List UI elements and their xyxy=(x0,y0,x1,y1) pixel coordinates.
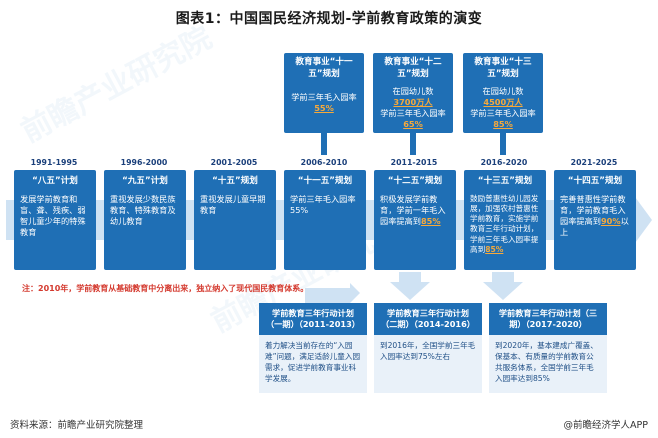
top-box-line: 3700万人 xyxy=(393,97,433,108)
plan-body: 发展学前教育和盲、聋、残疾、弱智儿童少年的特殊教育 xyxy=(20,193,86,237)
action-head: 学前教育三年行动计划（一期）（2011-2013） xyxy=(259,303,367,336)
top-box-line: 在园幼儿数 xyxy=(392,86,434,97)
top-box-line: 学前三年毛入园率 xyxy=(380,108,446,119)
plan-head: “十五”规划 xyxy=(212,176,258,186)
top-box-head: 教育事业“十一五”规划 xyxy=(295,57,353,79)
timeline-label: 2021-2025 xyxy=(570,158,618,167)
note-arrow xyxy=(305,283,360,303)
down-arrow xyxy=(390,272,430,300)
timeline-label: 2011-2015 xyxy=(390,158,438,167)
action-body: 到2016年，全国学前三年毛入园率达到75%左右 xyxy=(374,335,482,394)
connector-line xyxy=(321,133,327,155)
plan-head: “八五”计划 xyxy=(32,176,78,186)
connector-line xyxy=(410,133,416,155)
plan-body: 鼓励普惠性幼儿园发展，加强农村普惠性学前教育，实施学前教育三年行动计划，学前三年… xyxy=(470,193,539,254)
plan-body: 积极发展学前教育，学前一年毛入园率提高到85% xyxy=(380,193,446,226)
top-box-line: 在园幼儿数 xyxy=(482,86,524,97)
plan-box-8th: “八五”计划 发展学前教育和盲、聋、残疾、弱智儿童少年的特殊教育 xyxy=(14,170,96,270)
plan-head: “十三五”规划 xyxy=(477,176,533,186)
top-box-line: 85% xyxy=(493,119,513,130)
top-box-line: 55% xyxy=(314,103,334,114)
plan-body: 重视发展儿童早期教育 xyxy=(200,193,266,215)
action-plan-phase2: 学前教育三年行动计划（二期）（2014-2016） 到2016年，全国学前三年毛… xyxy=(374,303,482,394)
note-text: 注：2010年，学前教育从基础教育中分离出来，独立纳入了现代国民教育体系。 xyxy=(22,284,309,293)
action-plan-phase3: 学前教育三年行动计划（三期）（2017-2020） 到2020年，基本建成广覆盖… xyxy=(489,303,607,394)
plan-body: 重视发展少数民族教育、特殊教育及幼儿教育 xyxy=(110,193,176,226)
plan-box-11th: “十一五”规划 学前三年毛入园率55% xyxy=(284,170,366,270)
action-head: 学前教育三年行动计划（二期）（2014-2016） xyxy=(374,303,482,336)
down-arrow xyxy=(483,272,523,300)
top-box-head: 教育事业“十二五”规划 xyxy=(384,57,442,79)
top-box-line: 4500万人 xyxy=(483,97,523,108)
timeline-label: 2016-2020 xyxy=(480,158,528,167)
timeline-label: 2006-2010 xyxy=(300,158,348,167)
plan-box-14th: “十四五”规划 完善普惠性学前教育，学前教育毛入园率提高到90%以上 xyxy=(554,170,636,270)
top-box-line: 学前三年毛入园率 xyxy=(291,92,357,103)
timeline-label: 2001-2005 xyxy=(210,158,258,167)
plan-box-13th: “十三五”规划 鼓励普惠性幼儿园发展，加强农村普惠性学前教育，实施学前教育三年行… xyxy=(464,170,546,270)
action-plan-phase1: 学前教育三年行动计划（一期）（2011-2013） 着力解决当前存在的“入园难”… xyxy=(259,303,367,394)
top-box-13th: 教育事业“十三五”规划 在园幼儿数 4500万人 学前三年毛入园率 85% xyxy=(463,53,543,133)
plan-head: “十四五”规划 xyxy=(567,176,623,186)
plan-box-10th: “十五”规划 重视发展儿童早期教育 xyxy=(194,170,276,270)
timeline-label: 1991-1995 xyxy=(30,158,78,167)
plan-head: “九五”计划 xyxy=(122,176,168,186)
top-box-11th: 教育事业“十一五”规划 学前三年毛入园率 55% xyxy=(284,53,364,133)
source-text: 资料来源：前瞻产业研究院整理 xyxy=(10,420,144,431)
plan-head: “十一五”规划 xyxy=(297,176,353,186)
action-body: 到2020年，基本建成广覆盖、保基本、有质量的学前教育公共服务体系，全国学前三年… xyxy=(489,335,607,394)
plan-body: 学前三年毛入园率55% xyxy=(290,193,356,215)
connector-line xyxy=(500,133,506,155)
brand-text: @前瞻经济学人APP xyxy=(563,420,648,431)
timeline-label: 1996-2000 xyxy=(120,158,168,167)
top-box-head: 教育事业“十三五”规划 xyxy=(474,57,532,79)
plan-box-9th: “九五”计划 重视发展少数民族教育、特殊教育及幼儿教育 xyxy=(104,170,186,270)
action-body: 着力解决当前存在的“入园难”问题，满足适龄儿童入园需求，促进学前教育事业科学发展… xyxy=(259,335,367,394)
top-box-12th: 教育事业“十二五”规划 在园幼儿数 3700万人 学前三年毛入园率 65% xyxy=(373,53,453,133)
action-head: 学前教育三年行动计划（三期）（2017-2020） xyxy=(489,303,607,336)
plan-head: “十二五”规划 xyxy=(387,176,443,186)
top-box-line: 学前三年毛入园率 xyxy=(470,108,536,119)
top-box-line: 65% xyxy=(403,119,423,130)
plan-body: 完善普惠性学前教育，学前教育毛入园率提高到90%以上 xyxy=(560,193,629,237)
page-title: 图表1：中国国民经济规划-学前教育政策的演变 xyxy=(175,11,483,27)
plan-box-12th: “十二五”规划 积极发展学前教育，学前一年毛入园率提高到85% xyxy=(374,170,456,270)
